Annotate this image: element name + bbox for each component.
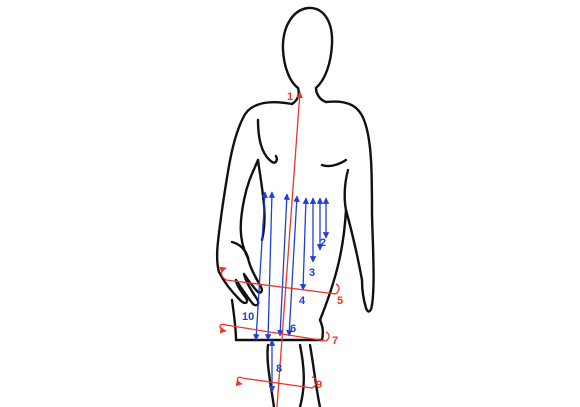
left-shoulder-arm-outer [215, 101, 294, 274]
left-leg [266, 343, 276, 407]
left-inner-arm [239, 158, 260, 260]
bust-right [320, 158, 348, 168]
measurement-label-7: 7 [332, 335, 338, 347]
measurement-label-4: 4 [299, 295, 306, 307]
measurement-5-line [225, 279, 337, 295]
measurement-label-10: 10 [242, 311, 254, 323]
measurement-1-line [276, 91, 303, 407]
measurement-label-9: 9 [316, 379, 322, 391]
measurement-6-line [286, 195, 300, 337]
measurement-label-6: 6 [290, 323, 296, 335]
measurement-10-line [264, 191, 276, 341]
measurement-lines [219, 91, 340, 407]
waist-left [256, 158, 266, 242]
skirt-hem [234, 318, 325, 342]
measurement-label-2: 2 [320, 237, 326, 249]
right-leg [298, 343, 305, 407]
right-inner-arm [343, 168, 364, 282]
right-hand [360, 278, 374, 313]
right-leg-outer [308, 343, 322, 407]
right-shoulder-arm [324, 100, 375, 307]
measurement-label-1: 1 [287, 91, 293, 103]
measurement-labels: 1 2 3 4 5 6 7 8 9 10 [242, 91, 343, 391]
measurement-7-arrow-right [325, 331, 330, 342]
measurement-7-line [225, 324, 327, 342]
measurement-label-8: 8 [276, 363, 282, 375]
measurement-5-arrow-right [335, 283, 340, 295]
measurement-5-arrow [219, 266, 227, 281]
measurement-label-3: 3 [309, 267, 315, 279]
body-silhouette [215, 6, 375, 407]
measurement-7-arrow [219, 323, 227, 334]
bust-left [256, 118, 278, 164]
neck-right [314, 86, 328, 104]
head-outline [281, 6, 334, 90]
skirt-left [230, 298, 238, 342]
measurement-10b-line [253, 191, 268, 341]
measurement-9-line [241, 377, 313, 389]
left-hand [217, 240, 263, 307]
measurement-9-arrow [235, 376, 243, 387]
measurement-6b-line [277, 193, 290, 337]
hip-right [318, 208, 348, 322]
measurement-4-line [299, 197, 310, 291]
measurement-9-arrow-right [311, 376, 318, 389]
measurement-label-5: 5 [337, 295, 343, 307]
